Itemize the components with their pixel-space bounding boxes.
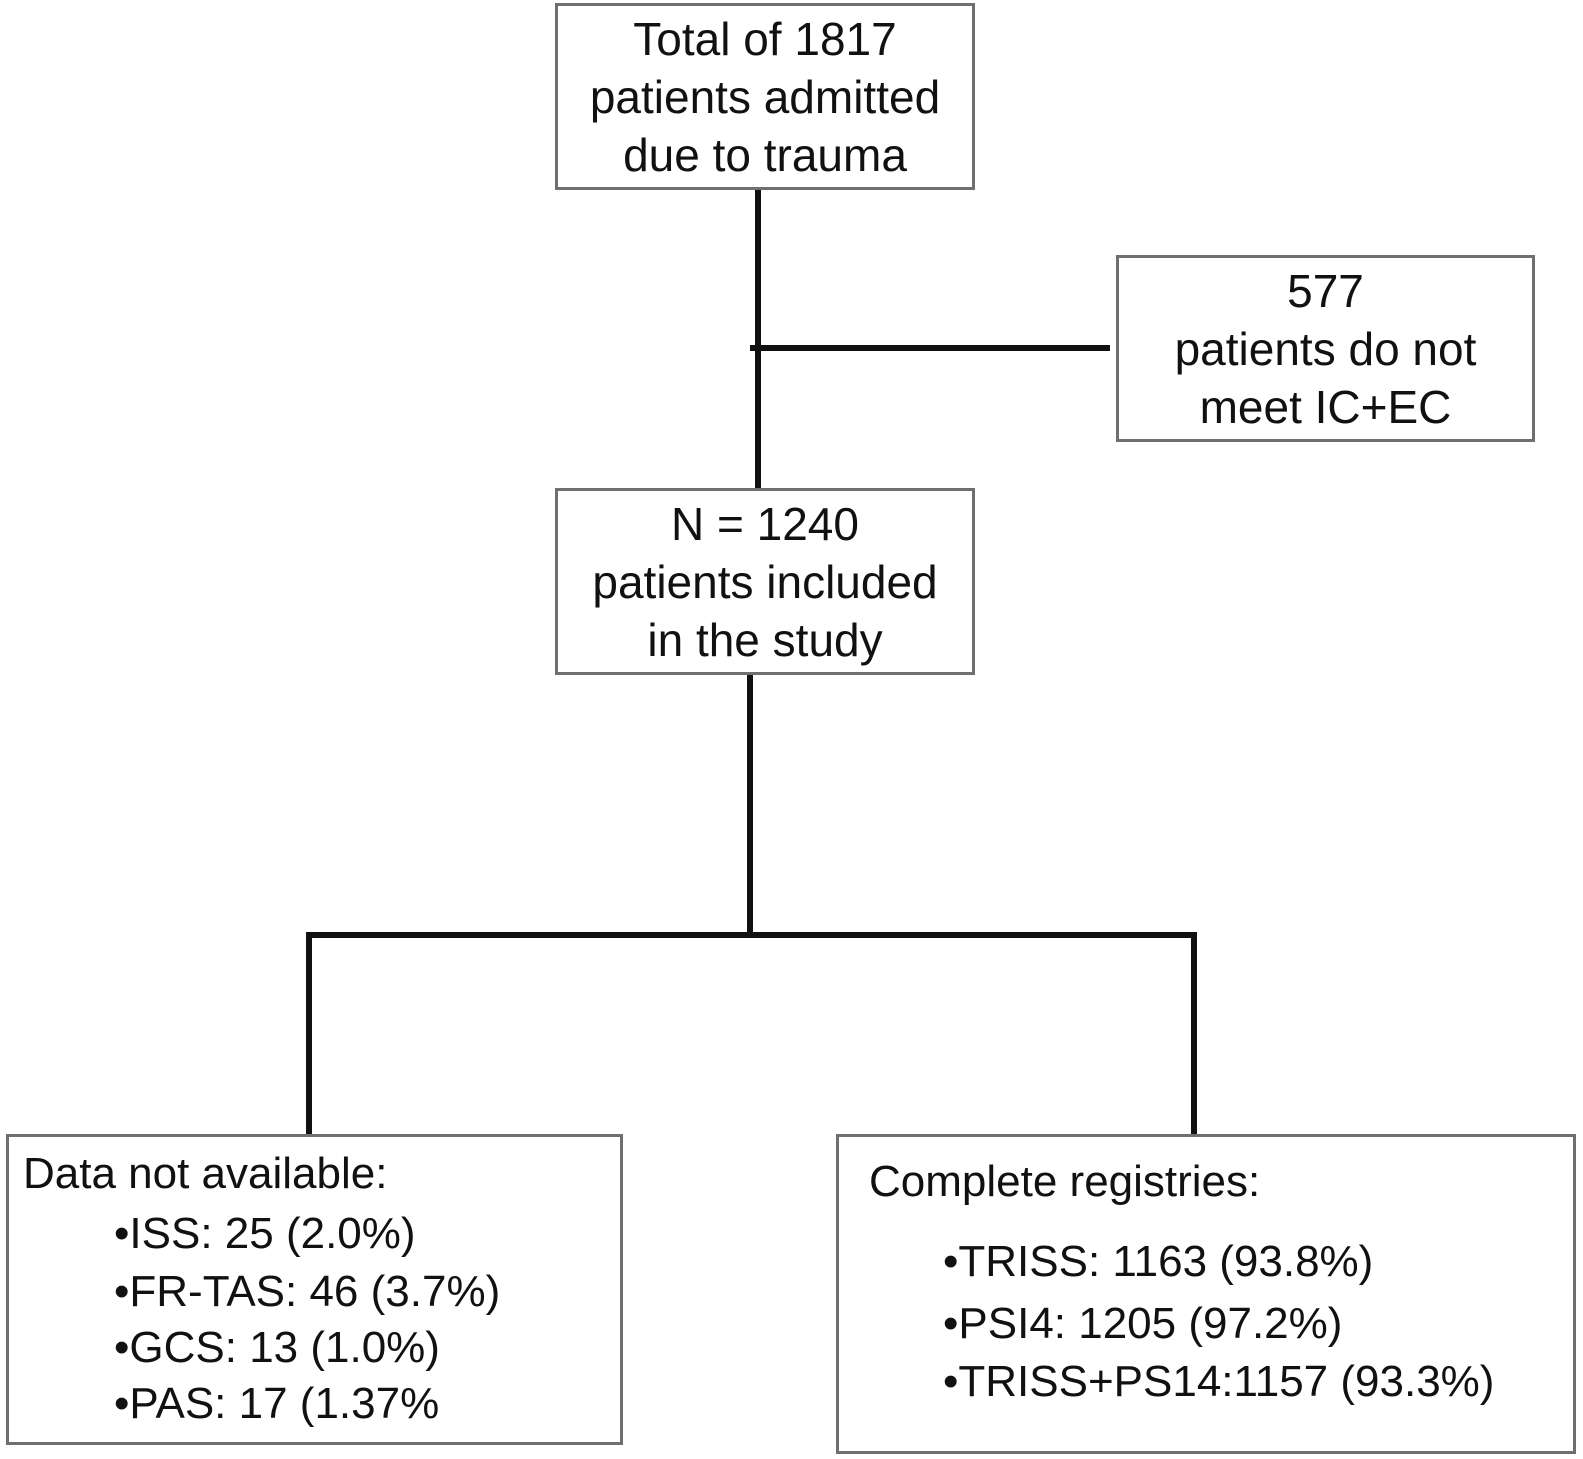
included-line-3: in the study	[647, 613, 883, 666]
excluded-line-3: meet IC+EC	[1199, 380, 1452, 433]
total-admitted-box: Total of 1817 patients admitted due to t…	[555, 3, 975, 190]
total-admitted-line-2: patients admitted	[589, 70, 941, 123]
excluded-patients-box: 577 patients do not meet IC+EC	[1116, 255, 1535, 442]
complete-item-triss: •TRISS: 1163 (93.8%)	[943, 1237, 1374, 1286]
connector-split-to-complete	[1191, 932, 1197, 1134]
missing-item-fr-tas: •FR-TAS: 46 (3.7%)	[114, 1267, 501, 1316]
missing-item-pas: •PAS: 17 (1.37%	[114, 1379, 440, 1428]
missing-item-iss: •ISS: 25 (2.0%)	[114, 1209, 416, 1258]
excluded-line-2: patients do not	[1174, 322, 1477, 375]
excluded-line-1: 577	[1287, 264, 1364, 317]
connector-top-to-included	[755, 188, 761, 488]
complete-registries-title: Complete registries:	[869, 1157, 1261, 1206]
total-admitted-line-3: due to trauma	[623, 128, 907, 181]
complete-item-psi4: •PSI4: 1205 (97.2%)	[943, 1299, 1343, 1348]
complete-registries-box: Complete registries: •TRISS: 1163 (93.8%…	[836, 1134, 1576, 1454]
data-not-available-box: Data not available: •ISS: 25 (2.0%) •FR-…	[6, 1134, 623, 1445]
missing-item-gcs: •GCS: 13 (1.0%)	[114, 1323, 440, 1372]
included-patients-box: N = 1240 patients included in the study	[555, 488, 975, 675]
total-admitted-line-1: Total of 1817	[633, 12, 897, 65]
connector-included-to-split	[747, 674, 753, 937]
included-line-2: patients included	[592, 555, 938, 608]
included-line-1: N = 1240	[671, 497, 859, 550]
complete-item-triss-psi4: •TRISS+PS14:1157 (93.3%)	[943, 1357, 1495, 1406]
connector-split-to-missing	[306, 932, 312, 1134]
connector-branch-to-excluded	[750, 345, 1110, 351]
data-not-available-title: Data not available:	[23, 1149, 388, 1198]
connector-split-horizontal	[306, 932, 1197, 938]
